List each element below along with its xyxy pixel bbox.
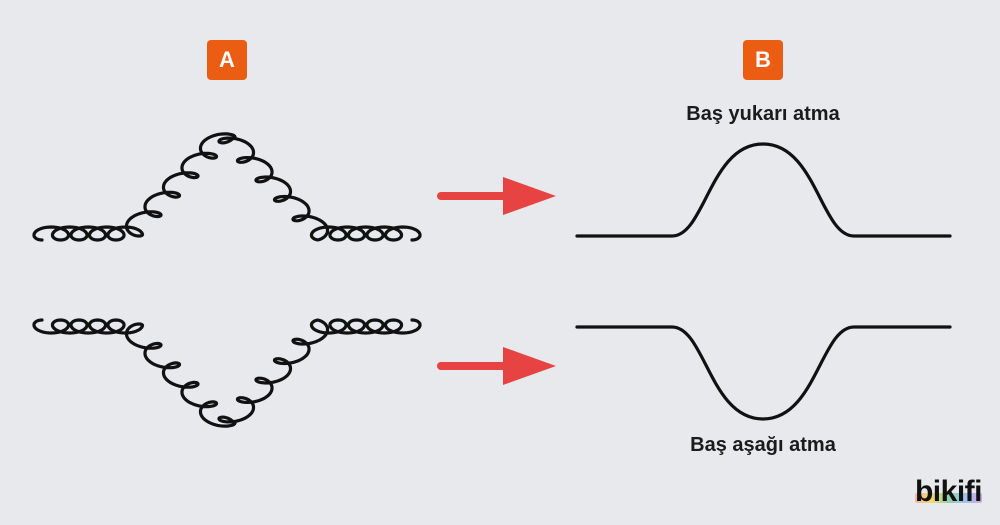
bikifi-logo: bikifi bbox=[914, 475, 983, 509]
arrow-top bbox=[437, 177, 556, 215]
panel-a-badge: A bbox=[207, 40, 247, 80]
caption-downward-pulse: Baş aşağı atma bbox=[690, 434, 836, 456]
panel-b-label: B bbox=[755, 47, 771, 72]
panel-a-label: A bbox=[219, 47, 235, 72]
coiled-wire-upward bbox=[32, 132, 422, 242]
panel-b-badge: B bbox=[743, 40, 783, 80]
upward-pulse-line bbox=[575, 142, 952, 238]
caption-upward-pulse: Baş yukarı atma bbox=[686, 103, 840, 125]
arrow-bottom bbox=[437, 347, 556, 385]
coiled-wire-downward bbox=[32, 318, 422, 428]
logo-text: bikifi bbox=[914, 475, 983, 508]
downward-pulse-line bbox=[575, 325, 952, 421]
